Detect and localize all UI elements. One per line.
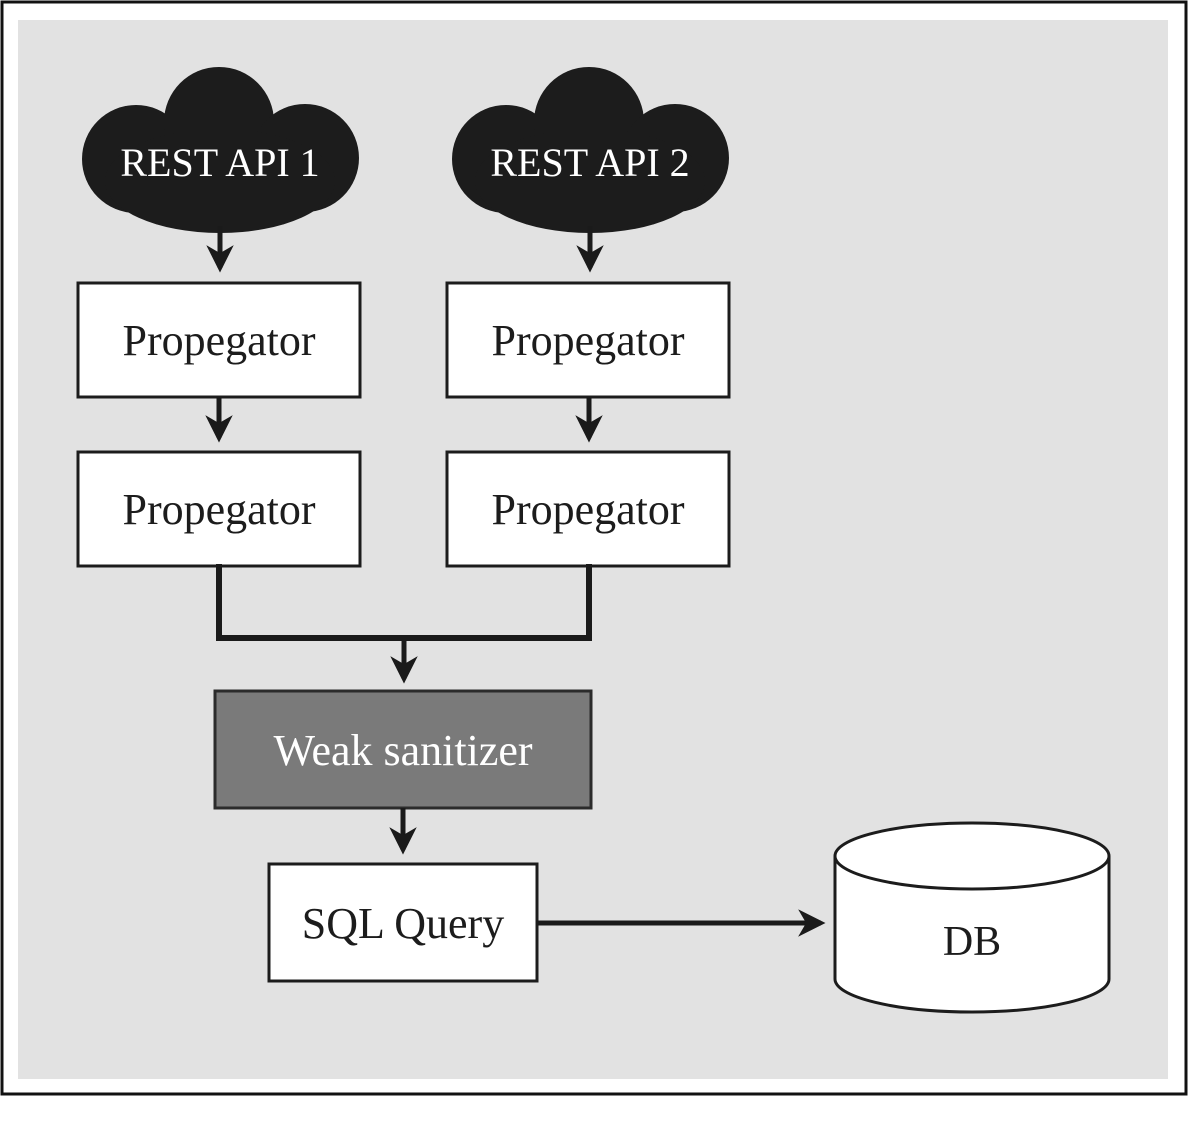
node-propagator-left-1: Propegator — [76, 281, 362, 399]
node-rest-api-2: REST API 2 — [452, 67, 729, 233]
db-label: DB — [943, 919, 1001, 965]
sql-query-label: SQL Query — [302, 899, 504, 948]
rest-api-1-label: REST API 1 — [120, 140, 319, 185]
weak-sanitizer-label: Weak sanitizer — [273, 726, 532, 775]
node-sql-query: SQL Query — [267, 862, 539, 983]
rest-api-2-label: REST API 2 — [490, 140, 689, 185]
merge-connector — [216, 564, 592, 641]
node-db: DB — [833, 821, 1111, 1014]
node-propagator-right-2: Propegator — [445, 450, 731, 568]
propagator-left-1-label: Propegator — [122, 316, 315, 365]
cloud-icon — [82, 67, 359, 233]
propagator-right-2-label: Propegator — [491, 485, 684, 534]
node-propagator-right-1: Propegator — [445, 281, 731, 399]
propagator-right-1-label: Propegator — [491, 316, 684, 365]
node-weak-sanitizer: Weak sanitizer — [213, 689, 593, 810]
cloud-icon — [452, 67, 729, 233]
database-cylinder-icon — [833, 856, 1111, 1014]
node-rest-api-1: REST API 1 — [82, 67, 359, 233]
database-cylinder-top — [833, 821, 1111, 891]
node-propagator-left-2: Propegator — [76, 450, 362, 568]
propagator-left-2-label: Propegator — [122, 485, 315, 534]
